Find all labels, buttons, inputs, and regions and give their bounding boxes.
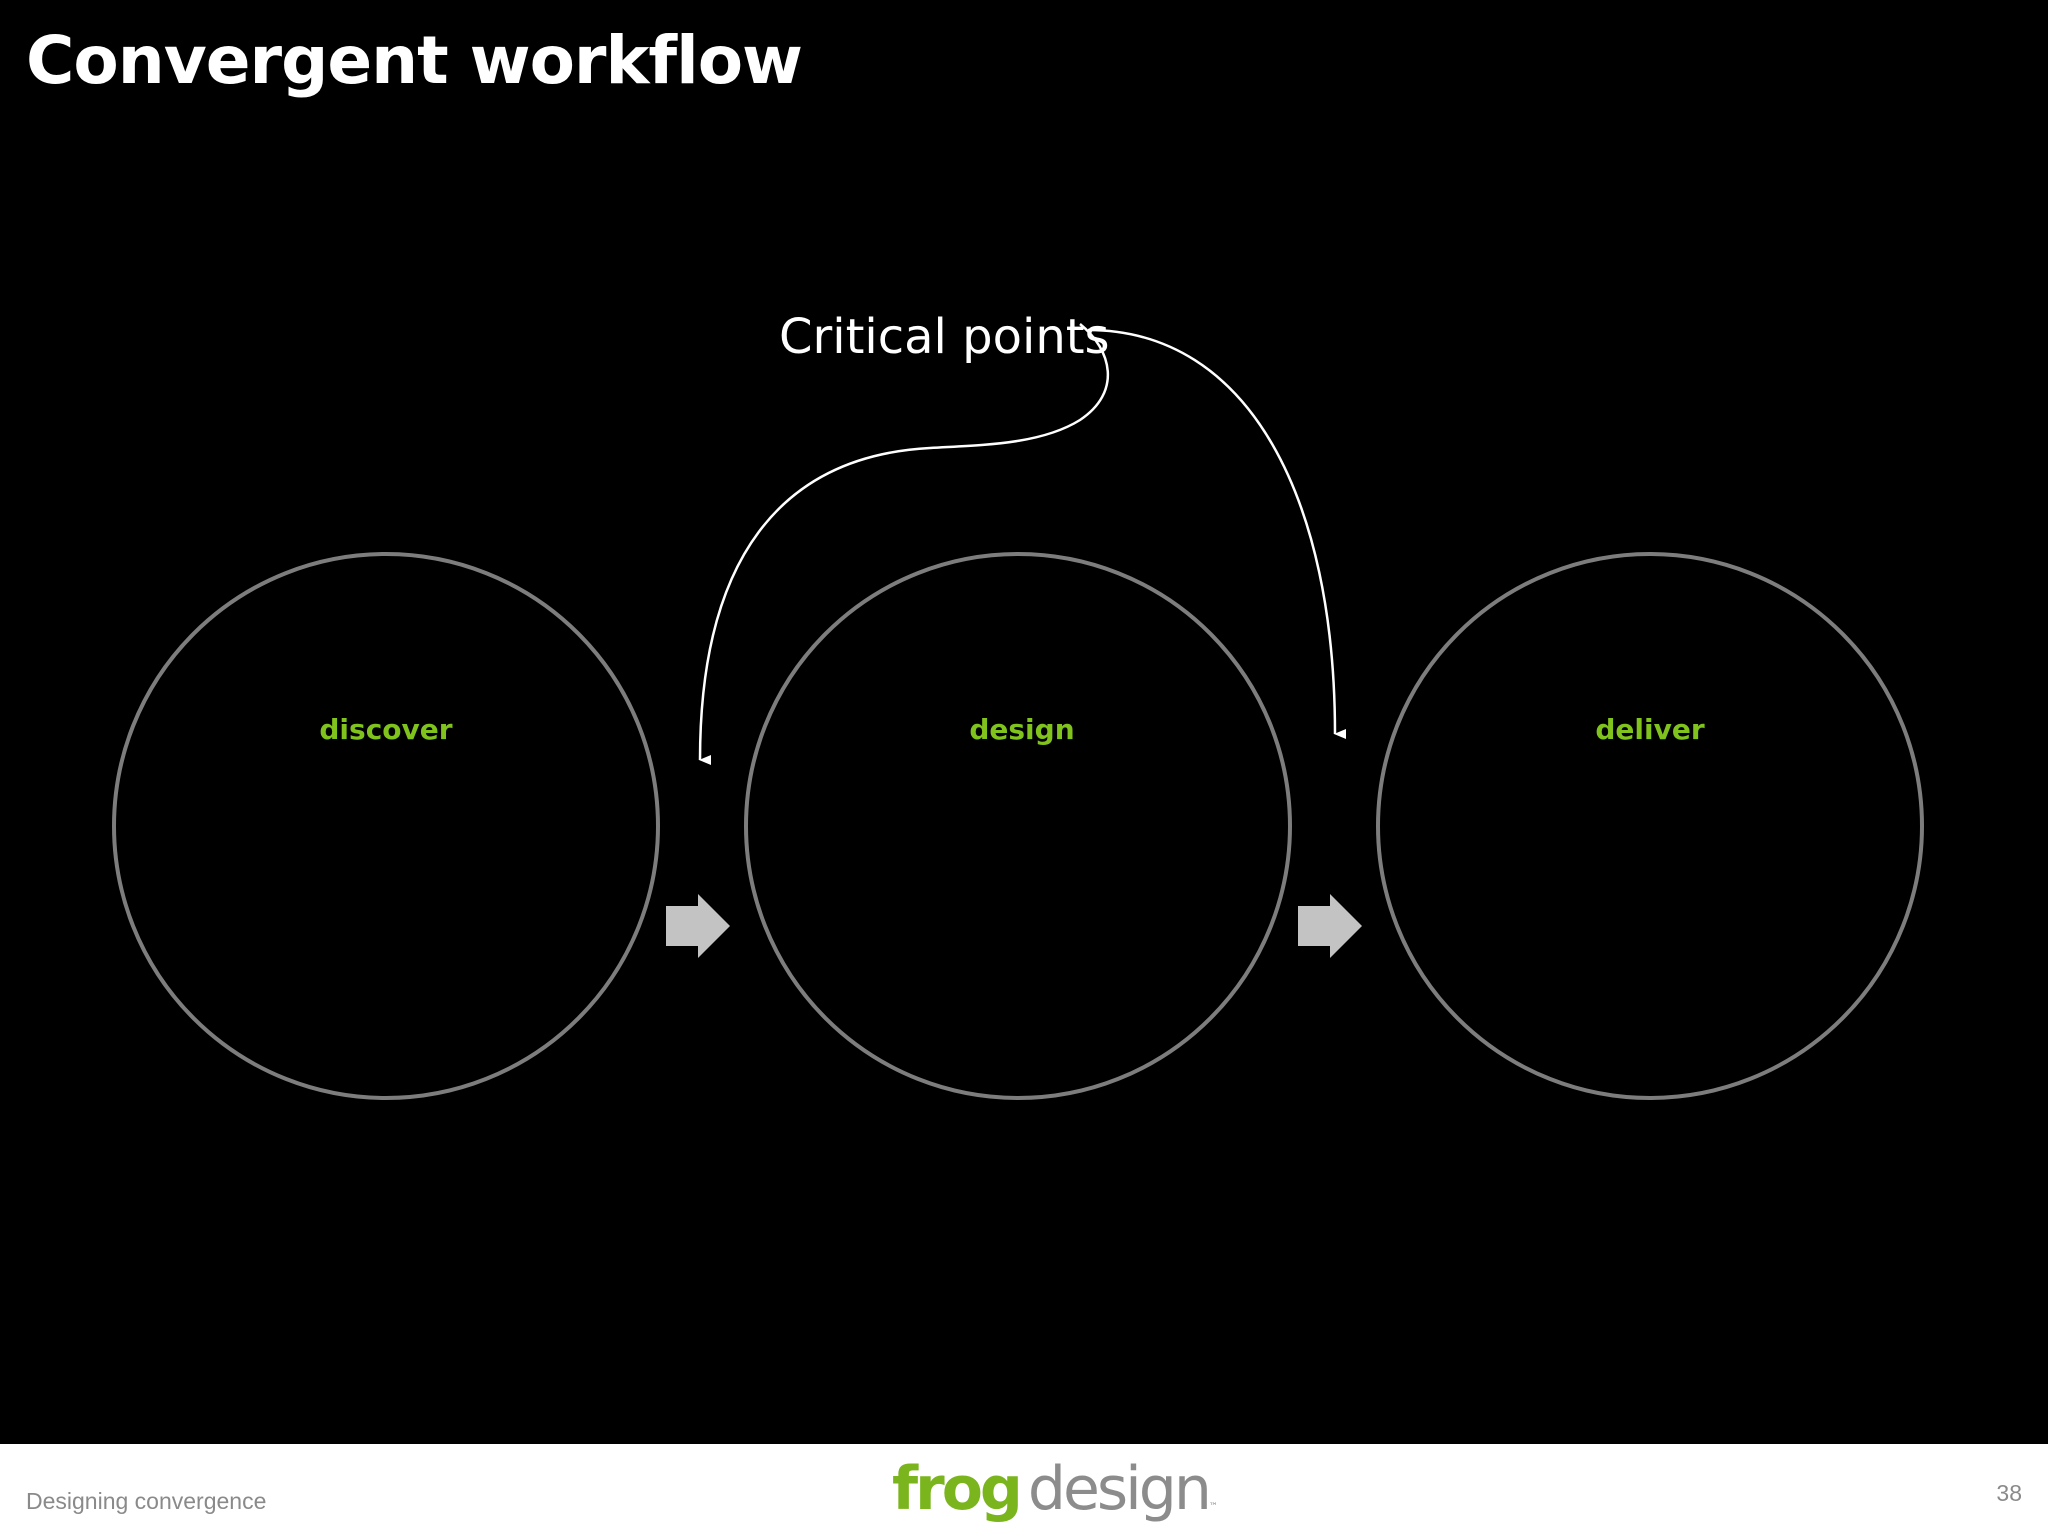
- callout-label-critical-points: Critical points: [779, 309, 1110, 365]
- page-number: 38: [1996, 1480, 2022, 1506]
- slide-title: Convergent workflow: [26, 22, 803, 99]
- footer-deck-title: Designing convergence: [26, 1488, 267, 1514]
- logo-word-frog: frog: [892, 1454, 1023, 1524]
- callout-line-to-design-entry: [698, 323, 1109, 766]
- stage-label-design: design: [969, 713, 1074, 746]
- flow-arrow-design-to-deliver: [1298, 894, 1362, 958]
- stage-label-deliver: deliver: [1595, 713, 1704, 746]
- flow-arrow-discover-to-design: [666, 894, 730, 958]
- stage-circle-discover: [112, 552, 660, 1100]
- workflow-diagram: discover design deliver Critical points: [112, 309, 1924, 1100]
- callout-line-to-deliver-entry: [1087, 328, 1347, 739]
- stage-circle-deliver: [1376, 552, 1924, 1100]
- stage-circle-design: [744, 552, 1292, 1100]
- logo-word-design: design: [1027, 1454, 1212, 1524]
- logo-trademark: ™: [1208, 1502, 1218, 1512]
- stage-label-discover: discover: [319, 713, 452, 746]
